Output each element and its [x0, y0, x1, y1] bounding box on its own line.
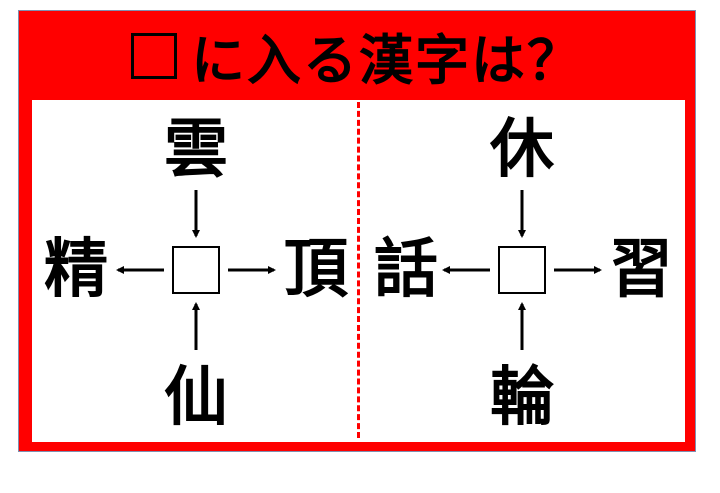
kanji-top: 雲: [164, 113, 228, 187]
blank-square: [172, 246, 220, 294]
kanji-left: 精: [44, 233, 108, 307]
kanji-left: 話: [374, 233, 438, 307]
puzzle-1-arrows: [116, 190, 276, 350]
kanji-bottom: 仙: [164, 361, 228, 435]
puzzle-2-arrows: [442, 190, 602, 350]
kanji-right: 頂: [284, 233, 348, 307]
dashed-divider: [357, 102, 360, 438]
blank-square: [498, 246, 546, 294]
kanji-top: 休: [490, 113, 554, 187]
kanji-bottom: 輪: [490, 361, 554, 435]
question-title: に入る漢字は？: [19, 11, 695, 100]
blank-box-icon: [131, 32, 177, 79]
title-text: に入る漢字は？: [191, 29, 583, 92]
kanji-right: 習: [609, 233, 673, 307]
